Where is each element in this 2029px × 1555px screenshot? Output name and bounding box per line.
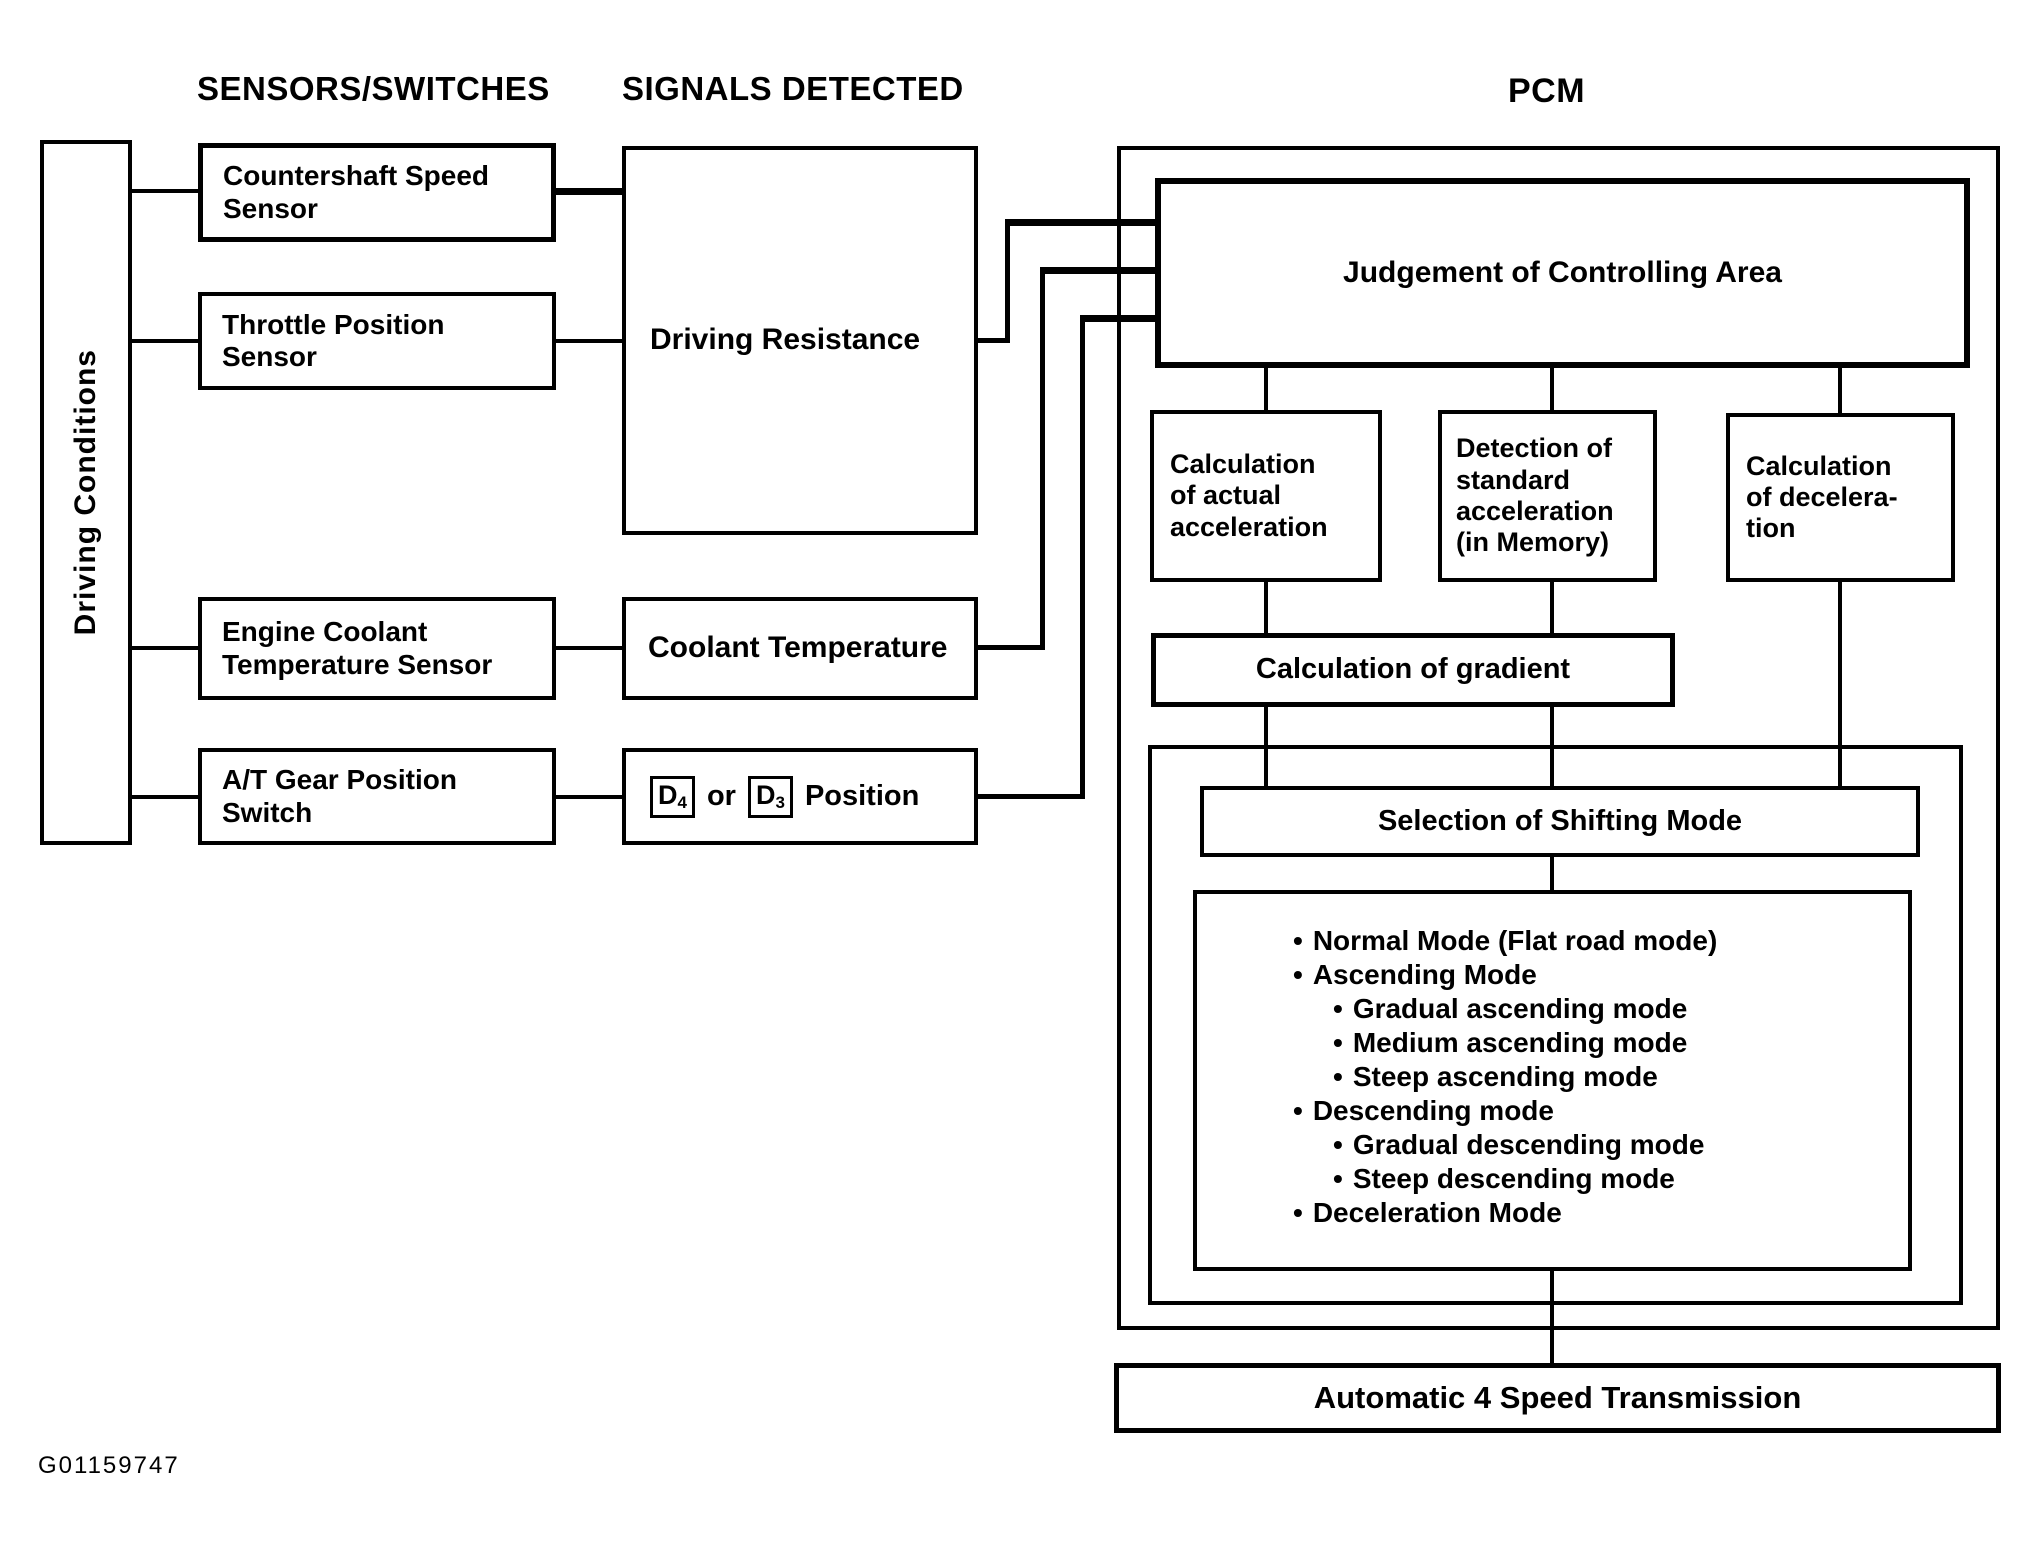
gear-or-text: or — [706, 780, 736, 812]
bullet-icon: • — [1333, 993, 1343, 1024]
connector-conditions-throttle — [132, 339, 198, 343]
connector-coolant-judgement-riser — [1040, 270, 1045, 650]
connector-judgement-actualaccel — [1264, 368, 1268, 410]
connector-coolant-judgement-exit — [978, 645, 1045, 650]
connector-gear-judgement-entry — [1080, 315, 1155, 322]
driving-conditions-label: Driving Conditions — [69, 349, 102, 636]
connector-coolant-judgement-entry — [1040, 267, 1155, 274]
throttle-position-sensor-box: Throttle Position Sensor — [198, 292, 556, 390]
connector-atgear-gearposition — [556, 795, 622, 799]
connector-gradient-selection-right — [1550, 707, 1554, 786]
connector-gradient-selection-left — [1264, 707, 1268, 786]
connector-conditions-atgear — [132, 795, 198, 799]
selection-shifting-mode-label: Selection of Shifting Mode — [1377, 804, 1743, 837]
connector-pcm-transmission — [1550, 1271, 1554, 1363]
connector-gear-judgement-riser — [1080, 318, 1085, 799]
detection-standard-acceleration-label: Detection of standard acceleration (in M… — [1456, 433, 1614, 558]
coolant-temperature-label: Coolant Temperature — [648, 631, 948, 665]
mode-item: •Normal Mode (Flat road mode) — [1293, 925, 1718, 956]
connector-deceleration-selection — [1838, 582, 1842, 786]
driving-resistance-box: Driving Resistance — [622, 146, 978, 535]
column-header-pcm: PCM — [1508, 72, 1586, 110]
mode-item: •Gradual descending mode — [1333, 1129, 1705, 1160]
throttle-position-sensor-label: Throttle Position Sensor — [222, 308, 445, 372]
judgement-controlling-area-box: Judgement of Controlling Area — [1155, 178, 1970, 368]
d3-gear-icon: D3 — [747, 775, 793, 818]
column-header-signals: SIGNALS DETECTED — [622, 70, 964, 107]
automatic-transmission-box: Automatic 4 Speed Transmission — [1114, 1363, 2001, 1433]
mode-item: •Gradual ascending mode — [1333, 993, 1688, 1024]
countershaft-speed-sensor-box: Countershaft Speed Sensor — [198, 143, 556, 242]
selection-shifting-mode-box: Selection of Shifting Mode — [1200, 786, 1920, 857]
engine-coolant-temperature-sensor-label: Engine Coolant Temperature Sensor — [222, 616, 493, 680]
countershaft-speed-sensor-label: Countershaft Speed Sensor — [223, 160, 490, 224]
at-gear-position-switch-label: A/T Gear Position Switch — [222, 764, 457, 828]
connector-detection-gradient — [1550, 582, 1554, 635]
calc-gradient-label: Calculation of gradient — [1255, 653, 1571, 686]
connector-countershaft-resistance — [556, 188, 622, 195]
at-gear-position-switch-box: A/T Gear Position Switch — [198, 748, 556, 845]
calc-deceleration-box: Calculation of decelera- tion — [1726, 413, 1955, 582]
bullet-icon: • — [1293, 1095, 1303, 1126]
gear-position-signal-label: D4 or D3 Position — [626, 775, 974, 818]
calc-actual-acceleration-box: Calculation of actual acceleration — [1150, 410, 1382, 582]
mode-item: •Descending mode — [1293, 1095, 1554, 1126]
connector-resistance-judgement-riser — [1005, 222, 1010, 343]
shifting-modes-list: •Normal Mode (Flat road mode) •Ascending… — [1197, 894, 1908, 1230]
bullet-icon: • — [1293, 959, 1303, 990]
bullet-icon: • — [1333, 1129, 1343, 1160]
connector-resistance-judgement-entry — [1005, 219, 1155, 226]
connector-selection-modes — [1550, 857, 1554, 890]
connector-coolantsensor-coolanttemp — [556, 646, 622, 650]
mode-item: •Medium ascending mode — [1333, 1027, 1688, 1058]
mode-item: •Deceleration Mode — [1293, 1197, 1562, 1228]
connector-gear-judgement-exit — [978, 794, 1085, 799]
gear-position-text: Position — [804, 780, 920, 812]
connector-judgement-detection — [1550, 368, 1554, 410]
engine-coolant-temperature-sensor-box: Engine Coolant Temperature Sensor — [198, 597, 556, 700]
judgement-controlling-area-label: Judgement of Controlling Area — [1343, 255, 1782, 289]
mode-item: •Ascending Mode — [1293, 959, 1537, 990]
connector-conditions-coolant — [132, 646, 198, 650]
bullet-icon: • — [1293, 925, 1303, 956]
shifting-modes-list-box: •Normal Mode (Flat road mode) •Ascending… — [1193, 890, 1912, 1271]
d4-gear-icon: D4 — [650, 775, 695, 818]
gear-position-signal-box: D4 or D3 Position — [622, 748, 978, 845]
detection-standard-acceleration-box: Detection of standard acceleration (in M… — [1438, 410, 1657, 582]
connector-throttle-resistance — [556, 339, 622, 343]
driving-conditions-box: Driving Conditions — [40, 140, 132, 845]
automatic-transmission-label: Automatic 4 Speed Transmission — [1313, 1380, 1802, 1416]
driving-resistance-label: Driving Resistance — [650, 323, 921, 357]
calc-deceleration-label: Calculation of decelera- tion — [1746, 450, 1898, 544]
mode-item: •Steep ascending mode — [1333, 1061, 1658, 1092]
calc-gradient-box: Calculation of gradient — [1151, 633, 1675, 707]
column-header-sensors: SENSORS/SWITCHES — [197, 70, 550, 107]
connector-judgement-deceleration — [1838, 368, 1842, 413]
bullet-icon: • — [1333, 1163, 1343, 1194]
bullet-icon: • — [1333, 1027, 1343, 1058]
bullet-icon: • — [1333, 1061, 1343, 1092]
coolant-temperature-box: Coolant Temperature — [622, 597, 978, 700]
calc-actual-acceleration-label: Calculation of actual acceleration — [1170, 449, 1328, 542]
connector-actualaccel-gradient — [1264, 582, 1268, 635]
mode-item: •Steep descending mode — [1333, 1163, 1675, 1194]
bullet-icon: • — [1293, 1197, 1303, 1228]
connector-resistance-judgement-exit — [978, 338, 1010, 343]
figure-code: G01159747 — [38, 1452, 180, 1479]
connector-conditions-countershaft — [132, 189, 198, 193]
